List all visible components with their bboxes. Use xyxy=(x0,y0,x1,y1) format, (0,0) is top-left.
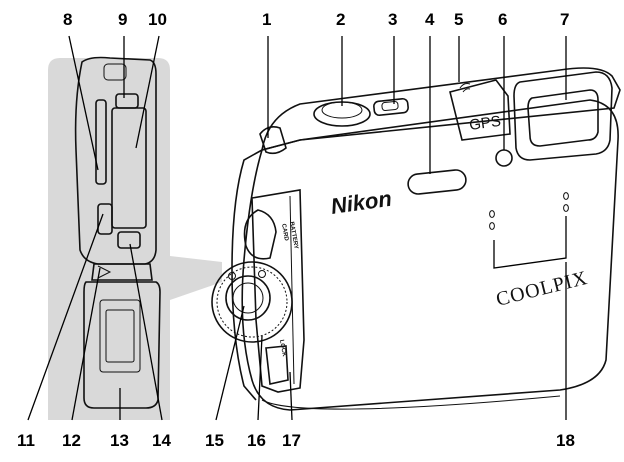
callout-6: 6 xyxy=(498,10,507,29)
battery-cover-card-label: CARD xyxy=(280,223,289,242)
coolpix-logo: COOLPIX xyxy=(494,267,590,311)
callout-17: 17 xyxy=(282,431,301,450)
power-switch-knob xyxy=(381,100,399,112)
camera-side-grip xyxy=(231,149,263,401)
latch-slider xyxy=(265,345,289,385)
lens-window xyxy=(527,89,599,147)
zoom-tele-icon xyxy=(228,270,266,280)
battery-cover-latch[interactable] xyxy=(251,189,305,393)
callout-9: 9 xyxy=(118,10,127,29)
battery-compartment-inset xyxy=(48,56,222,420)
hdmi-connector xyxy=(117,231,141,249)
callout-16: 16 xyxy=(247,431,266,450)
memory-card-slot xyxy=(95,99,107,185)
gps-antenna-housing xyxy=(449,79,511,141)
usb-connector xyxy=(97,203,113,235)
callout-8: 8 xyxy=(63,10,72,29)
power-switch[interactable] xyxy=(373,97,409,117)
gps-label: GPS xyxy=(468,113,502,134)
leader-lines xyxy=(27,35,567,421)
strap-eyelet xyxy=(259,126,287,155)
inset-camera-side xyxy=(74,56,157,265)
strap-lug xyxy=(103,63,127,81)
battery-latch xyxy=(115,93,139,109)
cover-gasket xyxy=(105,309,135,363)
callout-14: 14 xyxy=(152,431,171,450)
callout-15: 15 xyxy=(205,431,224,450)
cover-seal xyxy=(99,299,141,373)
battery-cover-inner-line xyxy=(289,195,295,385)
microphone-bracket xyxy=(493,216,567,269)
callout-11: 11 xyxy=(17,431,35,450)
microphone-left xyxy=(489,210,495,230)
callout-3: 3 xyxy=(388,10,397,29)
inset-panel-background xyxy=(48,58,222,420)
callout-5: 5 xyxy=(454,10,463,29)
callout-4: 4 xyxy=(425,10,435,29)
zoom-rotary-dial[interactable] xyxy=(211,261,293,343)
gps-signal-icon xyxy=(459,83,471,93)
camera-bottom-edge xyxy=(261,395,561,410)
microphone-right xyxy=(563,192,569,212)
grip-swirl xyxy=(243,209,277,260)
cover-lock-strap xyxy=(97,265,112,279)
callout-1: 1 xyxy=(262,10,271,29)
shooting-button[interactable] xyxy=(225,275,271,321)
shooting-button-center xyxy=(232,282,264,314)
zoom-rotary-dial-ridge xyxy=(216,266,288,338)
nikon-logo: Nikon xyxy=(329,186,393,219)
lens-surround xyxy=(513,71,613,161)
callout-12: 12 xyxy=(62,431,81,450)
cover-hinge xyxy=(91,263,153,281)
self-timer-lamp xyxy=(495,149,513,167)
callout-18: 18 xyxy=(556,431,575,450)
callout-numbers: 1 2 3 4 5 6 7 8 9 10 11 12 13 14 15 16 1… xyxy=(17,10,575,450)
callout-13: 13 xyxy=(110,431,129,450)
callout-7: 7 xyxy=(560,10,569,29)
flash xyxy=(407,169,467,195)
callout-10: 10 xyxy=(148,10,167,29)
battery-cover-battery-label: BATTERY xyxy=(288,221,299,249)
callout-2: 2 xyxy=(336,10,345,29)
battery-cover-lock-label: LOCK xyxy=(278,339,287,357)
battery-cover-open xyxy=(83,281,161,409)
camera-body: GPS Nikon COOLPIX CARD BATTERY LOCK xyxy=(211,67,621,411)
